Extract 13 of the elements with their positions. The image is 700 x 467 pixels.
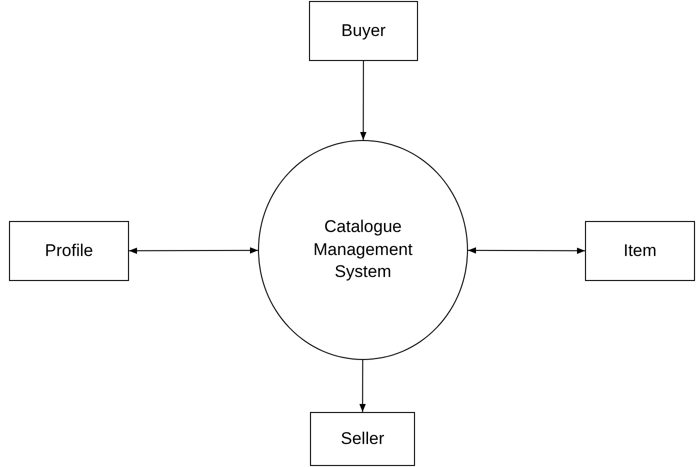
entity-box [309,1,418,61]
arrow [359,360,366,412]
arrow [360,60,366,140]
node-label: Catalogue Management System [312,216,414,284]
node-label: Item [623,240,657,262]
node-label: Seller [340,428,384,450]
entity-box [9,221,129,281]
node-label: Buyer [341,20,386,42]
node-label: Profile [44,240,94,262]
entity-box [310,412,415,466]
arrow [468,247,586,254]
entity-box [585,221,695,281]
arrow [128,247,258,254]
